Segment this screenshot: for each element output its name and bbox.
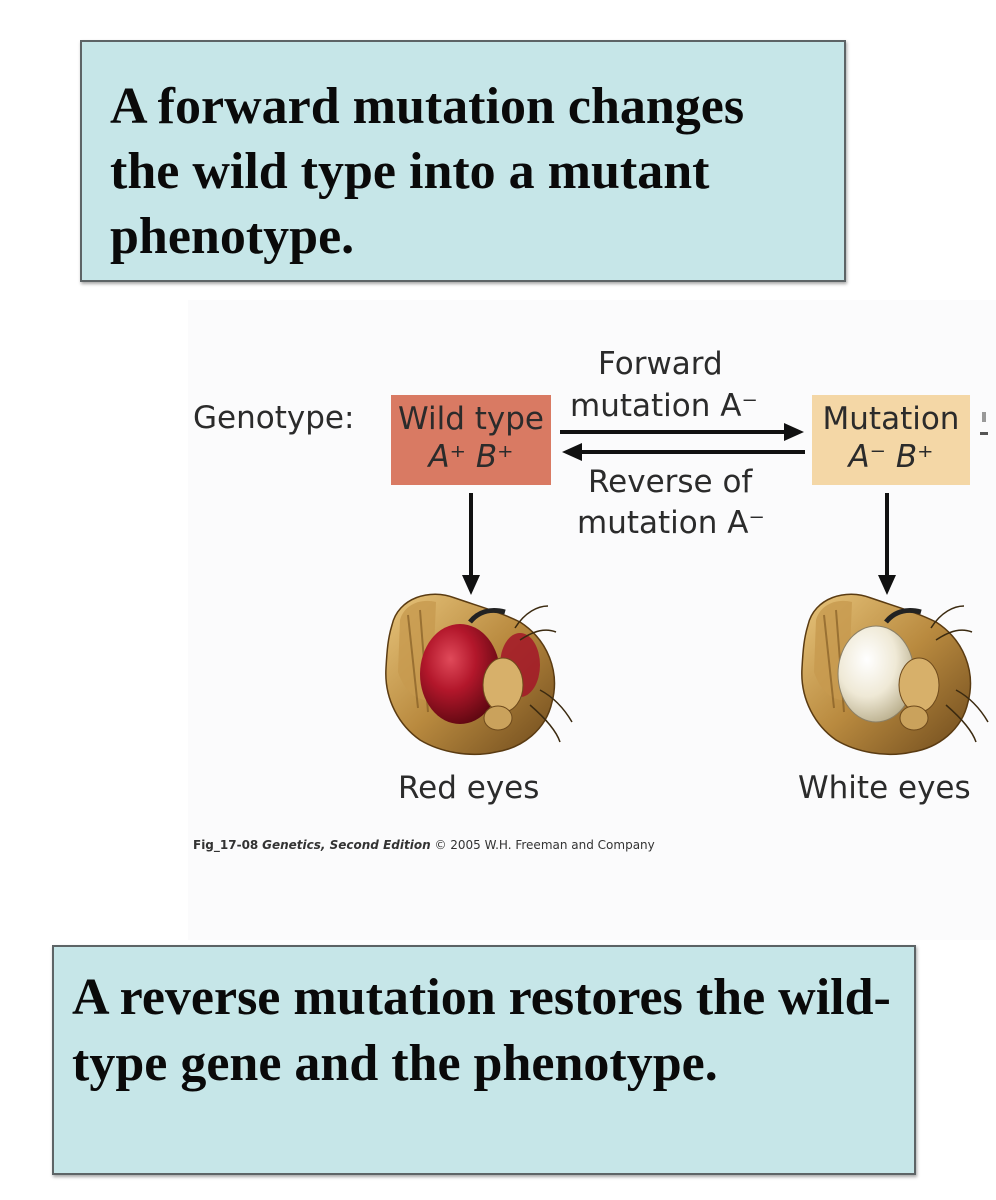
caption-book: Genetics, Second Edition <box>262 838 431 852</box>
arrow-right-icon <box>560 423 804 441</box>
forward-mutation-text: A forward mutation changes the wild type… <box>110 78 745 265</box>
forward-label-line1: Forward <box>598 346 723 382</box>
white-eyes-label: White eyes <box>798 770 971 806</box>
wild-type-genotype: A⁺ B⁺ <box>428 439 514 475</box>
reverse-mutation-text: A reverse mutation restores the wild-typ… <box>72 969 891 1092</box>
edge-mark <box>982 412 986 422</box>
wild-type-box: Wild type A⁺ B⁺ <box>391 395 551 485</box>
reverse-mutation-callout: A reverse mutation restores the wild-typ… <box>52 945 916 1175</box>
reverse-label-line2: mutation A⁻ <box>577 505 765 541</box>
forward-label-line2: mutation A⁻ <box>570 388 758 424</box>
arrow-down-icon <box>878 493 896 595</box>
figure-caption: Fig_17-08 Genetics, Second Edition © 200… <box>193 838 655 852</box>
caption-rest: © 2005 W.H. Freeman and Company <box>434 838 655 852</box>
arrow-left-icon <box>562 443 805 461</box>
red-eyes-label: Red eyes <box>398 770 540 806</box>
fly-head-white-eye-icon <box>801 593 989 756</box>
reverse-label-line1: Reverse of <box>588 464 753 500</box>
mutation-box: Mutation A⁻ B⁺ <box>812 395 970 485</box>
edge-mark <box>980 432 988 435</box>
arrow-down-icon <box>462 493 480 595</box>
caption-code: Fig_17-08 <box>193 838 259 852</box>
genotype-label: Genotype: <box>193 400 355 436</box>
mutation-genotype: A⁻ B⁺ <box>848 439 934 475</box>
wild-type-title: Wild type <box>398 401 544 437</box>
fly-head-red-eye-icon <box>385 593 573 756</box>
mutation-title: Mutation <box>822 401 960 437</box>
forward-mutation-callout: A forward mutation changes the wild type… <box>80 40 846 282</box>
